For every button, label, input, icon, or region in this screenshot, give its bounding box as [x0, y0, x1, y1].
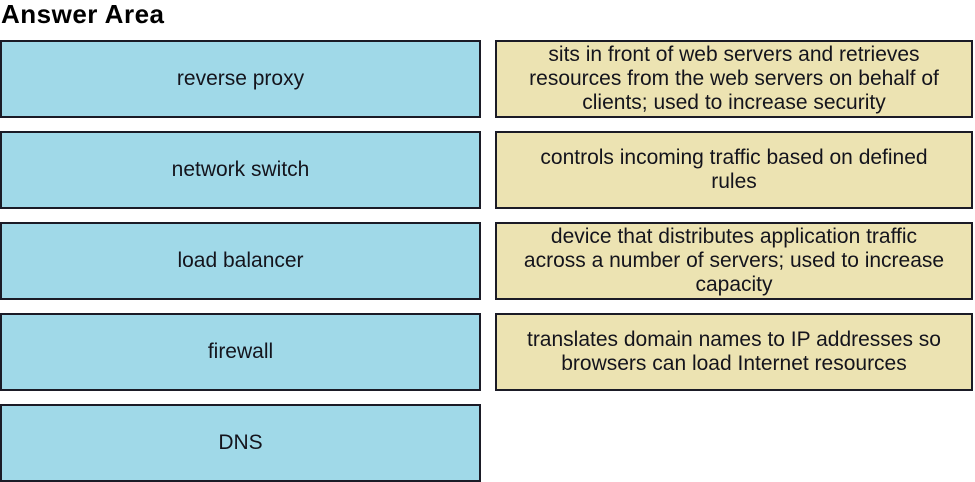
term-label: reverse proxy: [176, 67, 305, 90]
term-label: network switch: [171, 158, 310, 181]
definition-text: device that distributes application traf…: [523, 225, 945, 296]
definition-text: sits in front of web servers and retriev…: [529, 43, 939, 114]
definition-box-2[interactable]: controls incoming traffic based on defin…: [495, 131, 973, 209]
match-row-1: reverse proxy sits in front of web serve…: [0, 40, 975, 118]
term-box-load-balancer[interactable]: load balancer: [0, 222, 481, 300]
match-row-4: firewall translates domain names to IP a…: [0, 313, 975, 391]
page-title: Answer Area: [1, 0, 165, 29]
definition-text: controls incoming traffic based on defin…: [540, 146, 928, 193]
definition-box-1[interactable]: sits in front of web servers and retriev…: [495, 40, 973, 118]
definition-box-4[interactable]: translates domain names to IP addresses …: [495, 313, 973, 391]
match-row-2: network switch controls incoming traffic…: [0, 131, 975, 209]
match-rows: reverse proxy sits in front of web serve…: [0, 40, 975, 482]
definition-text: translates domain names to IP addresses …: [526, 328, 941, 375]
definition-slot-empty: [495, 404, 973, 482]
term-box-dns[interactable]: DNS: [0, 404, 481, 482]
term-box-network-switch[interactable]: network switch: [0, 131, 481, 209]
match-row-5: DNS: [0, 404, 975, 482]
term-label: load balancer: [177, 249, 304, 272]
match-row-3: load balancer device that distributes ap…: [0, 222, 975, 300]
term-box-reverse-proxy[interactable]: reverse proxy: [0, 40, 481, 118]
term-label: DNS: [218, 431, 263, 454]
definition-box-3[interactable]: device that distributes application traf…: [495, 222, 973, 300]
term-box-firewall[interactable]: firewall: [0, 313, 481, 391]
term-label: firewall: [207, 340, 274, 363]
